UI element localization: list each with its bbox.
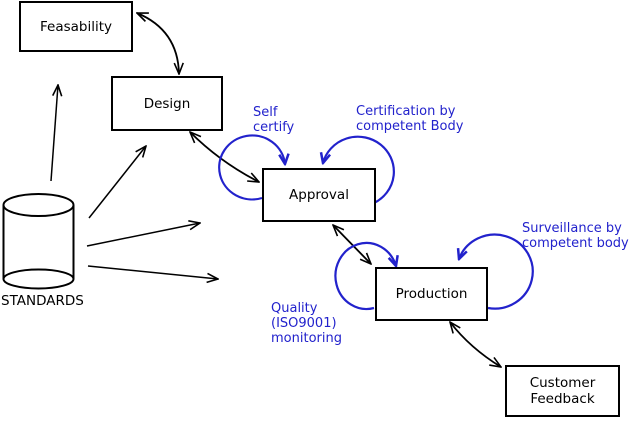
- annotation-surveillance-by-competent-body: Surveillance by competent body: [522, 221, 629, 251]
- node-customer-feedback: Customer Feedback: [505, 365, 620, 417]
- edge-production-customer-feedback: [450, 322, 501, 367]
- loop-approval-certification: [323, 135, 395, 204]
- edge-standards-to-design: [88, 146, 146, 219]
- node-approval: Approval: [262, 168, 376, 222]
- node-feasability: Feasability: [19, 1, 133, 52]
- loop-production-surveillance: [459, 233, 534, 310]
- annotation-self-certify: Self certify: [253, 105, 295, 135]
- loop-production-quality: [334, 241, 396, 311]
- edge-standards-to-production: [87, 265, 218, 279]
- node-design: Design: [111, 76, 223, 131]
- edge-approval-production: [333, 225, 371, 264]
- edge-feasability-design: [137, 12, 179, 74]
- standards-cylinder: [2, 193, 75, 290]
- edge-design-approval: [190, 132, 259, 182]
- edge-standards-to-feasability: [50, 85, 58, 182]
- loop-approval-self-certify: [218, 134, 285, 201]
- edge-standards-to-approval: [86, 223, 200, 247]
- node-production: Production: [375, 267, 488, 321]
- annotation-certification-by-competent-body: Certification by competent Body: [356, 104, 464, 134]
- annotation-quality-iso9001-monitoring: Quality (ISO9001) monitoring: [271, 301, 342, 346]
- standards-label: STANDARDS: [1, 293, 84, 309]
